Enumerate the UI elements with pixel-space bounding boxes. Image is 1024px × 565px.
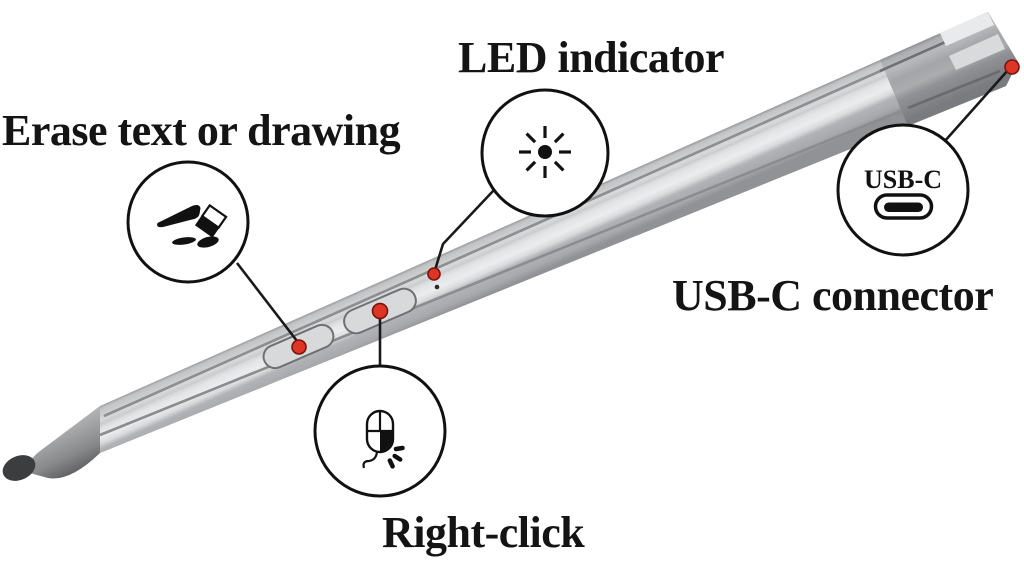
pen-nib [2,455,36,481]
pen-rear-cap [880,12,1018,126]
pen-tip-cone [26,406,100,479]
erase-callout-line [235,262,299,342]
rear-button-dot [371,302,389,320]
front-button-dot [291,339,307,355]
led-icon [519,126,571,178]
usbc-port-label: USB-C [864,165,942,194]
led-callout-line [433,189,495,271]
right-click-label: Right-click [382,508,585,557]
callout-lines [235,68,1010,366]
pen-groove-lower [99,69,1001,437]
red-markers [291,59,1020,355]
usbc-connector-label: USB-C connector [672,271,994,320]
stylus-pen [2,12,1018,481]
callout-circles [126,88,970,498]
usb-end-dot [1004,59,1020,75]
led-indicator-label: LED indicator [458,33,725,82]
pen-groove-upper-highlight [106,32,990,426]
mic-pinhole-dot [434,284,440,290]
pen-groove-upper [103,22,987,418]
usbc-callout-line [943,68,1010,143]
rear-cap-end-highlight [940,12,994,46]
led-dot [427,267,441,281]
mouse-right-click-icon [362,409,405,469]
eraser-icon [157,203,228,248]
rear-groove-lower [907,69,1001,110]
usbc-port-icon: USB-C [864,165,942,220]
erase-callout-circle [126,160,250,284]
usbc-callout-circle [836,123,970,257]
erase-label: Erase text or drawing [2,106,401,155]
rear-cap-window [949,34,1005,70]
